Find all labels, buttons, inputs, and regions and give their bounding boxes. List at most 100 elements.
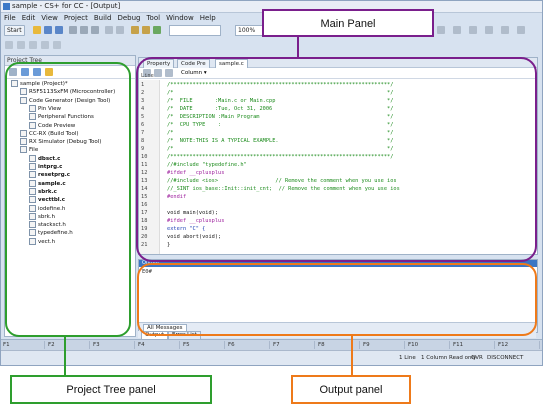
menu-project[interactable]: Project <box>63 14 88 22</box>
function-key-4[interactable]: F4 <box>136 341 180 349</box>
tree-item[interactable]: vecttbl.c <box>29 196 65 204</box>
tree-item[interactable]: sbrk.c <box>29 187 57 196</box>
open-folder-icon[interactable] <box>33 26 41 34</box>
line-number: 6 <box>141 122 145 128</box>
function-key-2[interactable]: F2 <box>46 341 90 349</box>
menu-tool[interactable]: Tool <box>146 14 161 22</box>
tree-item[interactable]: sample (Project)* <box>11 80 68 88</box>
tree-item[interactable]: Peripheral Functions <box>29 113 94 121</box>
panel-toggle-icon[interactable] <box>17 41 25 49</box>
function-key-5[interactable]: F5 <box>181 341 225 349</box>
undo-icon[interactable] <box>154 69 162 77</box>
tree-item[interactable]: Code Preview <box>29 121 76 130</box>
bookmark-icon[interactable] <box>143 69 151 77</box>
step-out-icon[interactable] <box>485 26 493 34</box>
line-number: 21 <box>141 242 148 248</box>
tab-code-preview[interactable]: Code Pre <box>177 59 210 68</box>
tree-item[interactable]: vect.h <box>29 237 55 246</box>
settings-icon[interactable] <box>21 68 29 76</box>
tree-item[interactable]: RX Simulator (Debug Tool) <box>20 138 101 146</box>
tree-item[interactable]: stacksct.h <box>29 221 66 229</box>
tree-item[interactable]: Pin View <box>29 104 61 113</box>
editor-tabs: Property Code Pre sample.c <box>139 58 537 68</box>
copy-icon[interactable] <box>80 26 88 34</box>
main-panel-outline <box>136 57 537 262</box>
code-line: /* FILE :Main.c or Main.cpp */ <box>167 98 394 104</box>
menu-help[interactable]: Help <box>199 14 216 22</box>
line-number: 19 <box>141 226 148 232</box>
build-icon[interactable] <box>131 26 139 34</box>
restart-icon[interactable] <box>517 26 525 34</box>
rebuild-icon[interactable] <box>142 26 150 34</box>
columns-label: Column <box>181 70 203 76</box>
tree-item[interactable]: File <box>20 146 38 154</box>
redo-icon[interactable] <box>165 69 173 77</box>
columns-dropdown[interactable]: Column ▾ <box>181 70 207 76</box>
panel-toggle-icon[interactable] <box>29 41 37 49</box>
code-line: extern "C" { <box>167 226 206 232</box>
tree-item-label: Code Preview <box>38 122 76 129</box>
tree-item[interactable]: dbsct.c <box>29 154 60 163</box>
tree-item[interactable]: resetprg.c <box>29 171 70 179</box>
tree-item[interactable]: typedefine.h <box>29 229 73 237</box>
menu-view[interactable]: View <box>41 14 58 22</box>
code-line: } <box>167 242 171 248</box>
line-number: 4 <box>141 106 145 112</box>
save-icon[interactable] <box>44 26 52 34</box>
line-number: 5 <box>141 114 145 120</box>
file-icon <box>29 237 36 245</box>
project-tree-label: Project Tree panel <box>10 375 212 404</box>
tree-item[interactable]: CC-RX (Build Tool) <box>20 129 79 138</box>
function-key-6[interactable]: F6 <box>226 341 270 349</box>
panel-toggle-icon[interactable] <box>41 41 49 49</box>
tree-item[interactable]: Code Generator (Design Tool) <box>20 96 110 105</box>
panel-toggle-icon[interactable] <box>53 41 61 49</box>
tree-item[interactable]: R5F5113SxFM (Microcontroller) <box>20 88 115 96</box>
download-icon[interactable] <box>153 26 161 34</box>
tree-item[interactable]: iodefine.h <box>29 204 65 213</box>
tree-item[interactable]: intprg.c <box>29 163 62 171</box>
editor-panel: Property Code Pre sample.c Column ▾ Line… <box>138 57 538 255</box>
redo-icon[interactable] <box>116 26 124 34</box>
tree-item-label: sbrk.h <box>38 213 56 220</box>
stop-icon[interactable] <box>437 26 445 34</box>
add-file-icon[interactable] <box>45 68 53 76</box>
code-line: //_SINT ios_base::Init::init_cnt; // Rem… <box>167 186 400 192</box>
tab-sample-c[interactable]: sample.c <box>215 59 248 68</box>
function-key-8[interactable]: F8 <box>316 341 360 349</box>
properties-icon[interactable] <box>33 68 41 76</box>
function-key-10[interactable]: F10 <box>406 341 450 349</box>
tab-label: Code Pre <box>181 61 206 67</box>
cut-icon[interactable] <box>69 26 77 34</box>
reset-icon[interactable] <box>501 26 509 34</box>
code-line: /***************************************… <box>167 82 394 88</box>
function-key-1[interactable]: F1 <box>1 341 45 349</box>
tree-item[interactable]: sbrk.h <box>29 212 56 221</box>
menu-file[interactable]: File <box>4 14 16 22</box>
file-icon <box>29 104 36 112</box>
menu-edit[interactable]: Edit <box>21 14 36 22</box>
undo-icon[interactable] <box>105 26 113 34</box>
search-combo[interactable] <box>169 25 221 36</box>
function-key-12[interactable]: F12 <box>496 341 540 349</box>
save-all-icon[interactable] <box>55 26 63 34</box>
line-number: 17 <box>141 210 148 216</box>
paste-icon[interactable] <box>91 26 99 34</box>
tree-item[interactable]: sample.c <box>29 179 66 188</box>
function-key-9[interactable]: F9 <box>361 341 405 349</box>
output-panel-connector <box>351 336 353 376</box>
line-number: 9 <box>141 146 145 152</box>
function-key-7[interactable]: F7 <box>271 341 315 349</box>
menu-window[interactable]: Window <box>166 14 194 22</box>
step-in-icon[interactable] <box>453 26 461 34</box>
panel-toggle-icon[interactable] <box>5 41 13 49</box>
step-over-icon[interactable] <box>469 26 477 34</box>
file-icon <box>29 121 36 129</box>
menu-build[interactable]: Build <box>93 14 112 22</box>
function-key-11[interactable]: F11 <box>451 341 495 349</box>
function-key-3[interactable]: F3 <box>91 341 135 349</box>
start-button[interactable]: Start <box>4 25 25 36</box>
menu-debug[interactable]: Debug <box>117 14 141 22</box>
